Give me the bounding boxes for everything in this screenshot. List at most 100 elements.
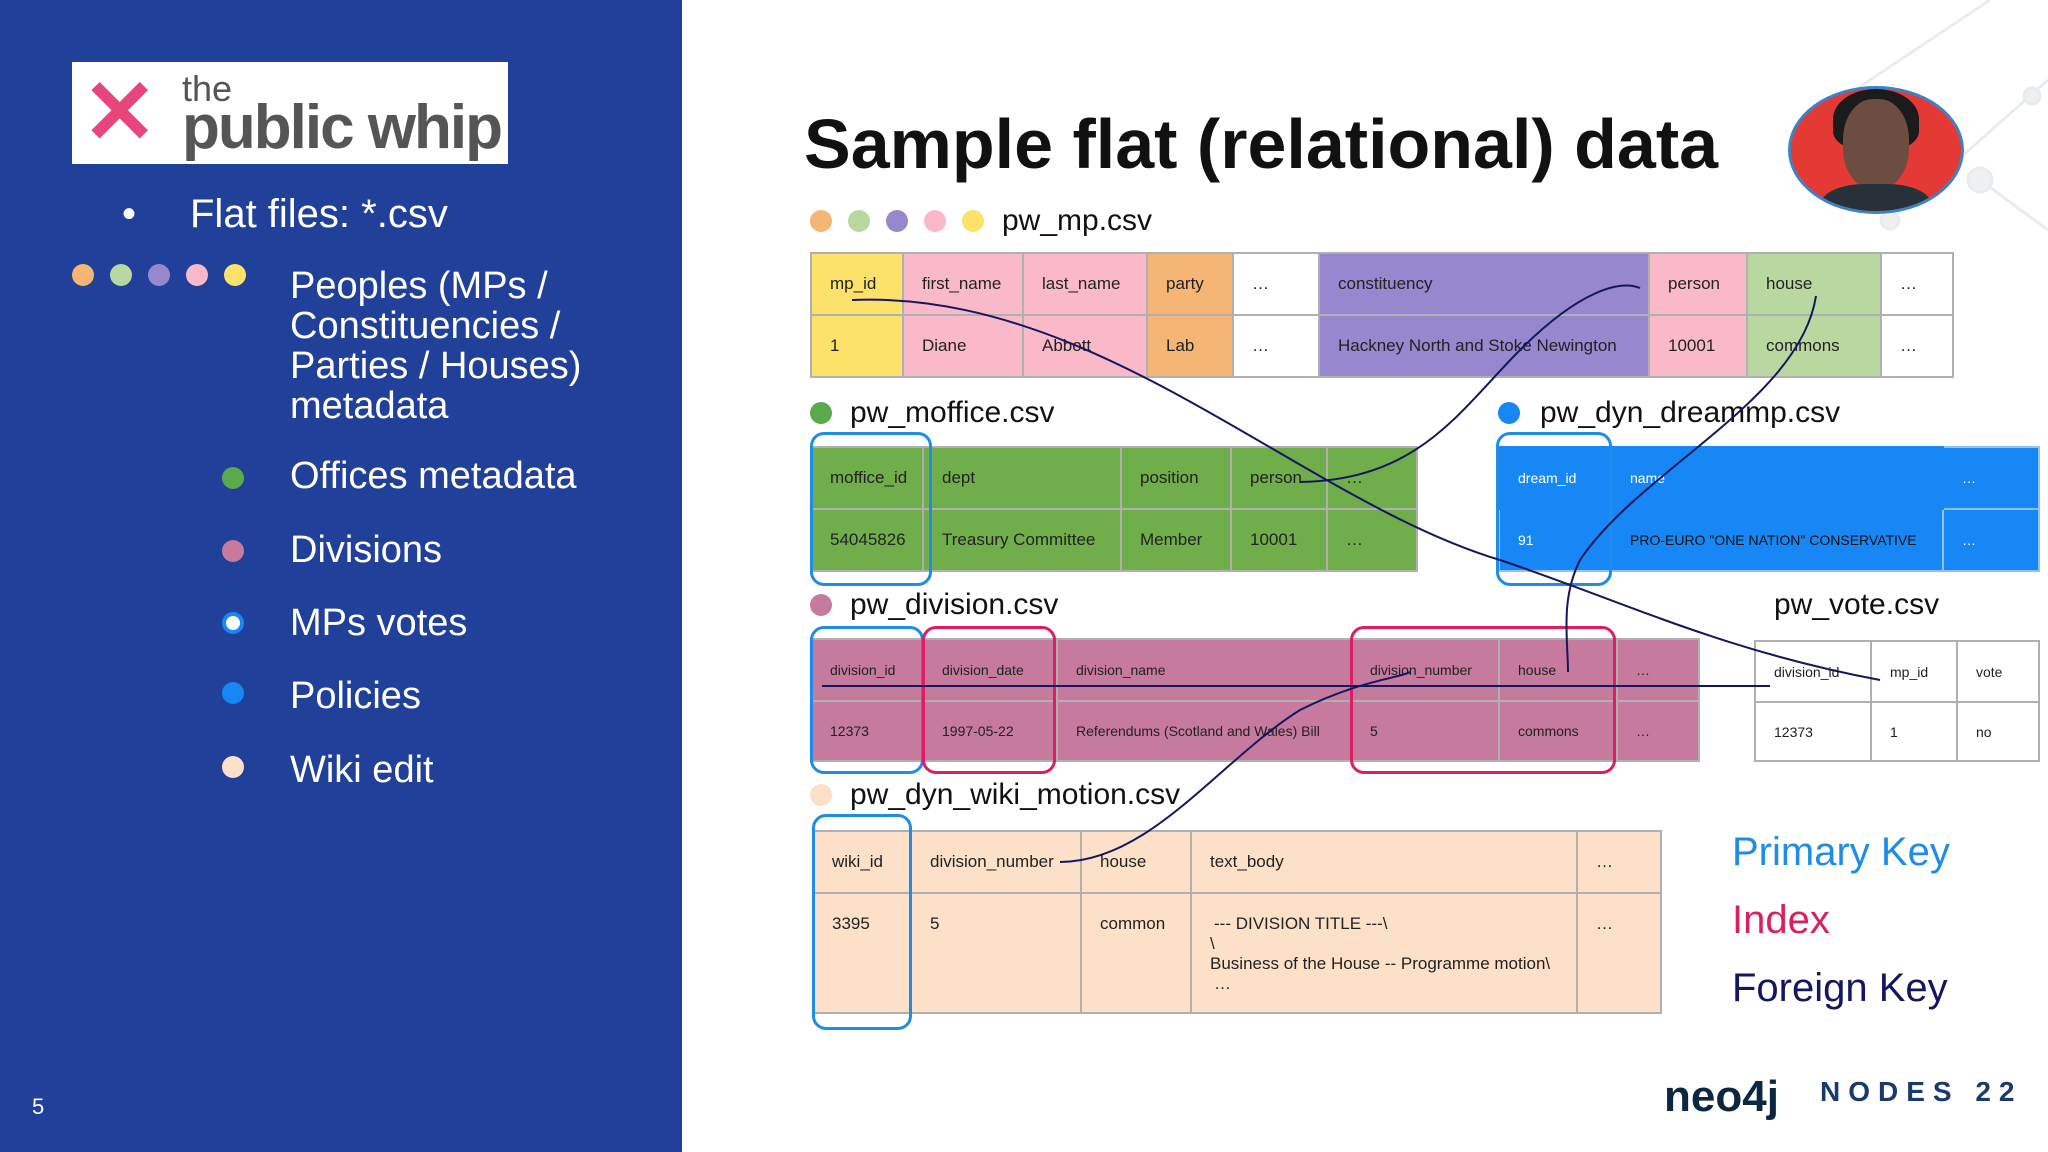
logo-x-icon: ✕ xyxy=(82,63,158,163)
header-division-number: division_number xyxy=(910,830,1082,894)
header-house: house xyxy=(1080,830,1192,894)
file-name-wiki: pw_dyn_wiki_motion.csv xyxy=(850,778,1181,811)
header-position: position xyxy=(1120,446,1232,510)
header-dept: dept xyxy=(922,446,1122,510)
table-row: 3395 5 common --- DIVISION TITLE ---\ \ … xyxy=(812,892,1662,1014)
left-item-divisions: Divisions xyxy=(290,529,443,571)
mp-portrait xyxy=(1788,86,1964,214)
header-vote: vote xyxy=(1956,640,2040,703)
cell-person: 10001 xyxy=(1648,314,1748,378)
pink-dot-icon xyxy=(186,264,208,286)
header-mp-id: mp_id xyxy=(810,252,904,316)
orange-dot-icon xyxy=(72,264,94,286)
logo-text-big: public whip xyxy=(182,93,503,162)
header-first-name: first_name xyxy=(902,252,1024,316)
header-division-id: division_id xyxy=(1754,640,1872,703)
header-ellipsis: … xyxy=(1576,830,1662,894)
text-body-line: Business of the House -- Programme motio… xyxy=(1210,954,1551,973)
cell-name: PRO-EURO "ONE NATION" CONSERVATIVE xyxy=(1610,508,1944,572)
yellow-dot-icon xyxy=(224,264,246,286)
wiki-dot-icon xyxy=(222,756,244,778)
table-header-row: moffice_id dept position person … xyxy=(810,446,1418,510)
primary-key-box xyxy=(812,814,912,1030)
cell-division-date: 1997-05-22 xyxy=(922,700,1058,762)
mp-green-dot-icon xyxy=(848,210,870,232)
header-ellipsis: … xyxy=(1942,446,2040,510)
table-row: 1 Diane Abbott Lab … Hackney North and S… xyxy=(810,314,1954,378)
left-item-peoples-line: Parties / Houses) xyxy=(290,345,582,387)
header-person: person xyxy=(1648,252,1748,316)
cell-division-id: 12373 xyxy=(1754,701,1872,762)
left-panel: ✕ the public whip • Flat files: *.csv Pe… xyxy=(0,0,682,1152)
fk-line-mp-id xyxy=(851,298,1881,681)
header-wiki-id: wiki_id xyxy=(812,830,912,894)
mp-orange-dot-icon xyxy=(810,210,832,232)
header-party: party xyxy=(1146,252,1234,316)
cell-position: Member xyxy=(1120,508,1232,572)
neo4j-logo: neo4j xyxy=(1664,1072,1779,1121)
table-header-row: wiki_id division_number house text_body … xyxy=(812,830,1662,894)
bullet-dot-icon: • xyxy=(122,192,137,236)
public-whip-logo: ✕ the public whip xyxy=(72,62,508,164)
cell-ellipsis: … xyxy=(1576,892,1662,1014)
left-item-peoples: Peoples (MPs / Constituencies / Parties … xyxy=(290,266,581,426)
primary-key-box xyxy=(810,432,932,586)
cell-division-id: 12373 xyxy=(810,700,924,762)
cell-first-name: Diane xyxy=(902,314,1024,378)
table-division: division_id division_date division_name … xyxy=(810,638,1700,762)
table-row: 91 PRO-EURO "ONE NATION" CONSERVATIVE … xyxy=(1498,508,2040,572)
cell-division-number: 5 xyxy=(1350,700,1500,762)
legend-index: Index xyxy=(1732,898,1830,942)
fk-line-division-number xyxy=(1059,671,1411,863)
table-row: 54045826 Treasury Committee Member 10001… xyxy=(810,508,1418,572)
text-body-line: \ xyxy=(1210,934,1215,953)
left-item-wiki: Wiki edit xyxy=(290,749,434,791)
table-header-row: division_id division_date division_name … xyxy=(810,638,1700,702)
table-moffice: moffice_id dept position person … 540458… xyxy=(810,446,1418,572)
cell-vote: no xyxy=(1956,701,2040,762)
file-name-dreammp: pw_dyn_dreammp.csv xyxy=(1540,396,1841,429)
cell-text-body: --- DIVISION TITLE ---\ \ Business of th… xyxy=(1190,892,1578,1014)
green-dot-icon xyxy=(110,264,132,286)
header-last-name: last_name xyxy=(1022,252,1148,316)
policies-dot-icon xyxy=(222,682,244,704)
legend-primary-key: Primary Key xyxy=(1732,830,1950,874)
left-item-peoples-line: Constituencies / xyxy=(290,305,561,347)
header-ellipsis: … xyxy=(1616,638,1700,702)
mp-purple-dot-icon xyxy=(886,210,908,232)
header-dream-id: dream_id xyxy=(1498,446,1612,510)
cell-mp-id: 1 xyxy=(1870,701,1958,762)
nodes-text: NODES 22 xyxy=(1820,1076,2023,1107)
cell-last-name: Abbott xyxy=(1022,314,1148,378)
slide-title: Sample flat (relational) data xyxy=(804,105,1719,183)
cell-constituency: Hackney North and Stoke Newington xyxy=(1318,314,1650,378)
cell-ellipsis: … xyxy=(1942,508,2040,572)
mp-pink-dot-icon xyxy=(924,210,946,232)
left-item-offices: Offices metadata xyxy=(290,455,577,497)
cell-ellipsis: … xyxy=(1232,314,1320,378)
file-name-mp: pw_mp.csv xyxy=(1002,204,1153,237)
file-name-division: pw_division.csv xyxy=(850,588,1059,621)
table-row: 12373 1997-05-22 Referendums (Scotland a… xyxy=(810,700,1700,762)
cell-moffice-id: 54045826 xyxy=(810,508,924,572)
cell-ellipsis: … xyxy=(1616,700,1700,762)
cell-dept: Treasury Committee xyxy=(922,508,1122,572)
cell-house: common xyxy=(1080,892,1192,1014)
header-mp-id: mp_id xyxy=(1870,640,1958,703)
header-division-number: division_number xyxy=(1350,638,1500,702)
cell-dream-id: 91 xyxy=(1498,508,1612,572)
cell-house: commons xyxy=(1498,700,1618,762)
portrait-body xyxy=(1821,184,1931,211)
table-header-row: division_id mp_id vote xyxy=(1754,640,2040,703)
portrait-face xyxy=(1843,99,1909,189)
file-name-vote: pw_vote.csv xyxy=(1774,588,1940,621)
table-mp: mp_id first_name last_name party … const… xyxy=(810,252,1954,378)
logo-text-small: the xyxy=(182,68,233,109)
network-decoration xyxy=(1839,0,2048,232)
fk-line-person xyxy=(1299,284,1641,483)
header-person: person xyxy=(1230,446,1328,510)
header-division-name: division_name xyxy=(1056,638,1352,702)
table-dreammp: dream_id name … 91 PRO-EURO "ONE NATION"… xyxy=(1498,446,2040,572)
cell-party: Lab xyxy=(1146,314,1234,378)
